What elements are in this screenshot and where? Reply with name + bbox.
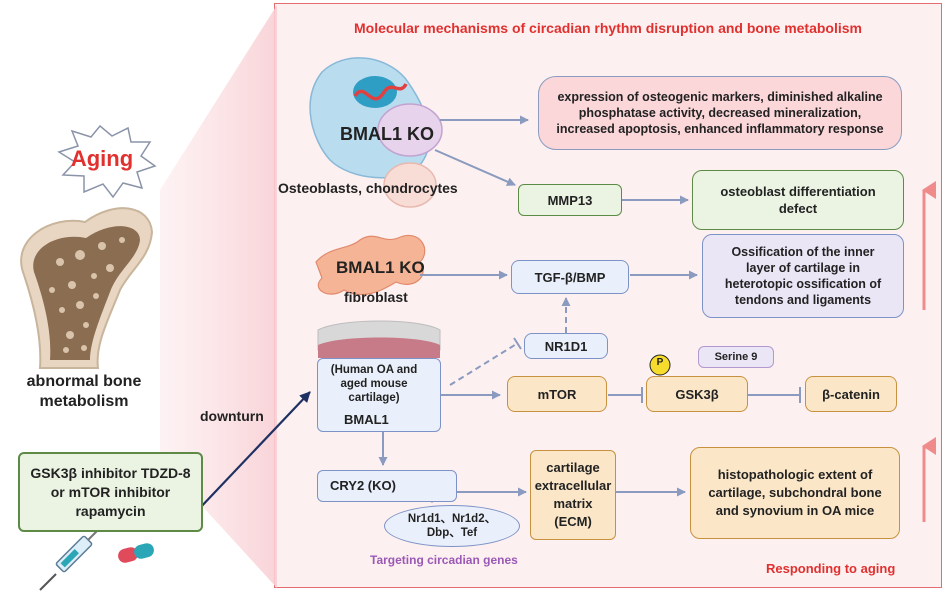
- ecm-box: cartilage extracellular matrix (ECM): [530, 450, 616, 540]
- arrow-osteo-mmp13: [434, 149, 516, 186]
- targeting-circadian-genes-label: Targeting circadian genes: [370, 553, 518, 567]
- cartilage-joint-illustration: [317, 320, 441, 358]
- responding-to-aging-label: Responding to aging: [766, 561, 896, 576]
- syringe-illustration: [39, 525, 103, 591]
- phosphate-label: P: [656, 357, 664, 368]
- fibroblast-caption: fibroblast: [344, 289, 408, 305]
- capsule-illustration: [118, 543, 154, 563]
- osteogenic-effects-box: expression of osteogenic markers, dimini…: [538, 76, 902, 150]
- fibroblast-cell-illustration: [315, 235, 426, 296]
- downturn-label: downturn: [200, 408, 264, 424]
- cry2-box: CRY2 (KO): [317, 470, 457, 502]
- bmal1-label: BMAL1: [344, 412, 389, 427]
- osteoblast-cell-illustration: [309, 57, 443, 208]
- inhibitor-box: GSK3β inhibitor TDZD-8 or mTOR inhibitor…: [18, 452, 203, 532]
- inhibit-bmal1-nr1d1: [449, 342, 519, 386]
- fibroblast-bmal1-ko-label: BMAL1 KO: [336, 258, 425, 277]
- gsk3b-box: GSK3β: [646, 376, 748, 412]
- cry2-label: CRY2 (KO): [330, 478, 396, 493]
- arrow-inhibitor-downturn: [197, 391, 311, 511]
- zoom-wedge: [160, 5, 277, 588]
- femur-bone-illustration: [20, 207, 154, 369]
- mmp13-box: MMP13: [518, 184, 622, 216]
- ossification-box: Ossification of the inner layer of carti…: [702, 234, 904, 318]
- serine9-label: Serine 9: [698, 346, 774, 368]
- bmal1-context-text: (Human OA and aged mouse cartilage): [330, 364, 418, 404]
- phosphate-icon: [649, 354, 671, 376]
- clock-genes-ellipse: Nr1d1、Nr1d2、Dbp、Tef: [384, 505, 520, 547]
- diagram-title: Molecular mechanisms of circadian rhythm…: [354, 20, 862, 36]
- abnormal-bone-metabolism-label: abnormal bone metabolism: [26, 373, 142, 410]
- osteoblast-defect-box: osteoblast differentiation defect: [692, 170, 904, 230]
- histopathologic-box: histopathologic extent of cartilage, sub…: [690, 447, 900, 539]
- osteoblast-caption: Osteoblasts, chondrocytes: [278, 180, 458, 196]
- bmal1-box: (Human OA and aged mouse cartilage) BMAL…: [317, 358, 441, 432]
- tgf-bmp-box: TGF-β/BMP: [511, 260, 629, 294]
- beta-catenin-box: β-catenin: [805, 376, 897, 412]
- aging-starburst: [57, 124, 157, 199]
- osteoblast-bmal1-ko-label: BMAL1 KO: [340, 124, 434, 144]
- aging-label: Aging: [70, 146, 134, 171]
- nr1d1-box: NR1D1: [524, 333, 608, 359]
- mtor-box: mTOR: [507, 376, 607, 412]
